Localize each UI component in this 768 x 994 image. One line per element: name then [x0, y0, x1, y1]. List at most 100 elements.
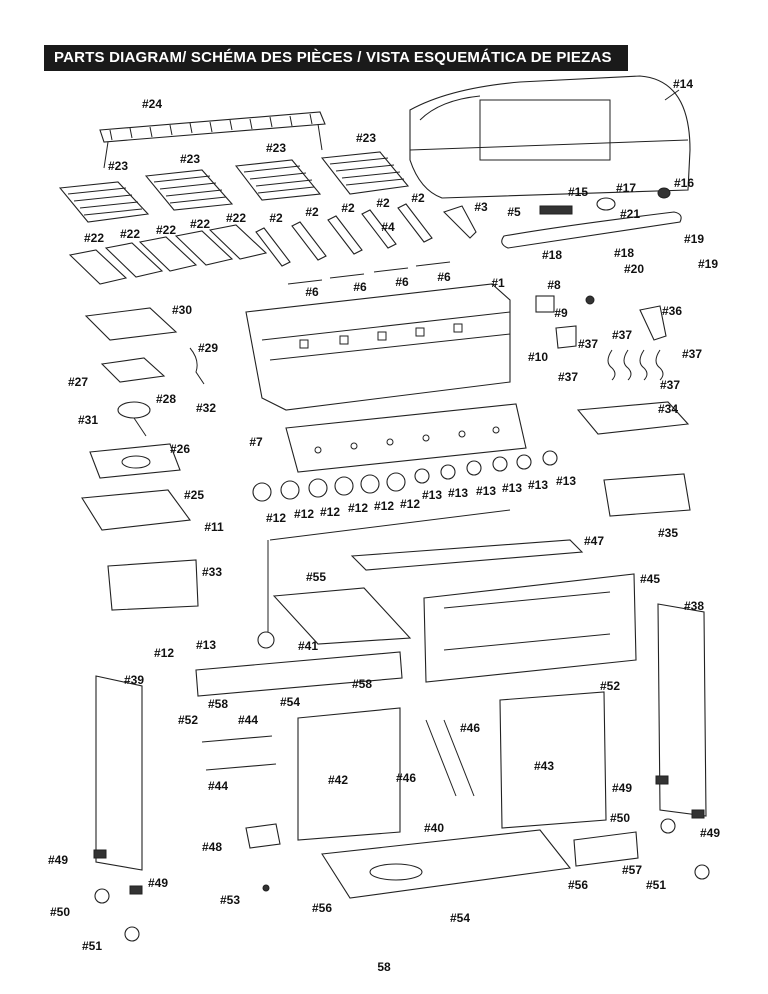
part-callout-label: #12: [374, 499, 394, 513]
part-callout-label: #6: [395, 275, 409, 289]
part-callout-label: #49: [48, 853, 68, 867]
part-igniter-module: [535, 295, 555, 313]
part-callout-label: #7: [249, 435, 263, 449]
part-callout-label: #22: [226, 211, 246, 225]
part-callout-label: #2: [269, 211, 283, 225]
part-callout-label: #55: [306, 570, 326, 584]
part-callout-label: #39: [124, 673, 144, 687]
part-callout-label: #37: [578, 337, 598, 351]
part-callout-label: #38: [684, 599, 704, 613]
part-callout-label: #15: [568, 185, 588, 199]
part-lid: [409, 75, 691, 199]
part-callout-label: #9: [554, 306, 568, 320]
part-callout-label: #36: [662, 304, 682, 318]
part-callout-label: #54: [280, 695, 300, 709]
part-callout-label: #58: [352, 677, 372, 691]
part-callout-label: #52: [600, 679, 620, 693]
part-callout-label: #22: [120, 227, 140, 241]
part-braces: [425, 719, 457, 797]
part-callout-label: #41: [298, 639, 318, 653]
part-knobs: [252, 450, 558, 502]
part-callout-label: #46: [460, 721, 480, 735]
part-callout-label: #19: [684, 232, 704, 246]
part-callout-label: #48: [202, 840, 222, 854]
part-warming-rack: [99, 111, 326, 169]
part-callout-label: #6: [353, 280, 367, 294]
part-callout-label: #52: [178, 713, 198, 727]
part-callout-label: #37: [660, 378, 680, 392]
part-callout-label: #37: [682, 347, 702, 361]
part-igniter-bracket: [555, 325, 577, 349]
part-callout-label: #6: [305, 285, 319, 299]
part-right-side-panel: [657, 603, 707, 817]
part-bottom-shelf: [321, 829, 572, 899]
part-callout-label: #49: [700, 826, 720, 840]
part-control-panel: [285, 403, 527, 473]
part-callout-label: #46: [396, 771, 416, 785]
page-number: 58: [377, 960, 391, 974]
part-callout-label: #37: [612, 328, 632, 342]
diagram-title: PARTS DIAGRAM/ SCHÉMA DES PIÈCES / VISTA…: [44, 45, 628, 71]
part-callout-label: #13: [476, 484, 496, 498]
part-side-shelf-plate: [84, 307, 178, 341]
part-callout-label: #56: [312, 901, 332, 915]
part-manifold: [257, 509, 511, 649]
part-callout-label: #16: [674, 176, 694, 190]
part-firebox: [245, 283, 511, 411]
part-side-burner-panel: [107, 559, 199, 611]
part-callout-label: #40: [424, 821, 444, 835]
part-door-handle-bottom: [205, 763, 277, 771]
part-callout-label: #18: [542, 248, 562, 262]
part-callout-label: #33: [202, 565, 222, 579]
part-callout-label: #6: [437, 270, 451, 284]
part-callout-label: #13: [556, 474, 576, 488]
part-grease-cup: [245, 823, 281, 849]
part-callout-label: #26: [170, 442, 190, 456]
part-right-door: [499, 691, 607, 829]
part-callout-label: #11: [204, 520, 224, 534]
part-side-burner-grate: [100, 357, 166, 383]
part-callout-label: #23: [108, 159, 128, 173]
part-callout-label: #12: [320, 505, 340, 519]
part-callout-label: #1: [491, 276, 505, 290]
part-callout-label: #4: [381, 220, 395, 234]
part-callout-label: #50: [610, 811, 630, 825]
part-callout-label: #44: [208, 779, 228, 793]
part-grease-cup-tray: [350, 539, 584, 571]
part-callout-label: #44: [238, 713, 258, 727]
part-callout-label: #56: [568, 878, 588, 892]
part-callout-label: #13: [528, 478, 548, 492]
part-door-handle-top: [201, 735, 273, 743]
part-logo-badge: [539, 205, 573, 215]
part-callout-label: #28: [156, 392, 176, 406]
part-callout-label: #54: [450, 911, 470, 925]
part-flex-hose: [639, 305, 667, 341]
part-left-side-panel: [95, 675, 143, 871]
part-callout-label: #35: [658, 526, 678, 540]
part-callout-label: #29: [198, 341, 218, 355]
part-callout-label: #34: [658, 402, 678, 416]
part-callout-label: #2: [411, 191, 425, 205]
part-callout-label: #8: [547, 278, 561, 292]
part-callout-label: #12: [294, 507, 314, 521]
part-callout-label: #12: [400, 497, 420, 511]
part-callout-label: #12: [266, 511, 286, 525]
part-thermometer: [596, 197, 616, 211]
part-callout-label: #23: [266, 141, 286, 155]
part-callout-label: #32: [196, 401, 216, 415]
part-callout-label: #42: [328, 773, 348, 787]
part-callout-label: #12: [154, 646, 174, 660]
part-callout-label: #24: [142, 97, 162, 111]
part-drip-tray: [81, 489, 192, 531]
part-callout-label: #13: [448, 486, 468, 500]
part-lid-handle: [501, 211, 682, 249]
part-callout-label: #31: [78, 413, 98, 427]
part-callout-label: #23: [356, 131, 376, 145]
part-callout-label: #10: [528, 350, 548, 364]
part-callout-label: #2: [376, 196, 390, 210]
part-callout-label: #2: [305, 205, 319, 219]
part-callout-label: #13: [196, 638, 216, 652]
part-bezel: [657, 187, 671, 199]
part-side-shelf: [576, 401, 690, 435]
